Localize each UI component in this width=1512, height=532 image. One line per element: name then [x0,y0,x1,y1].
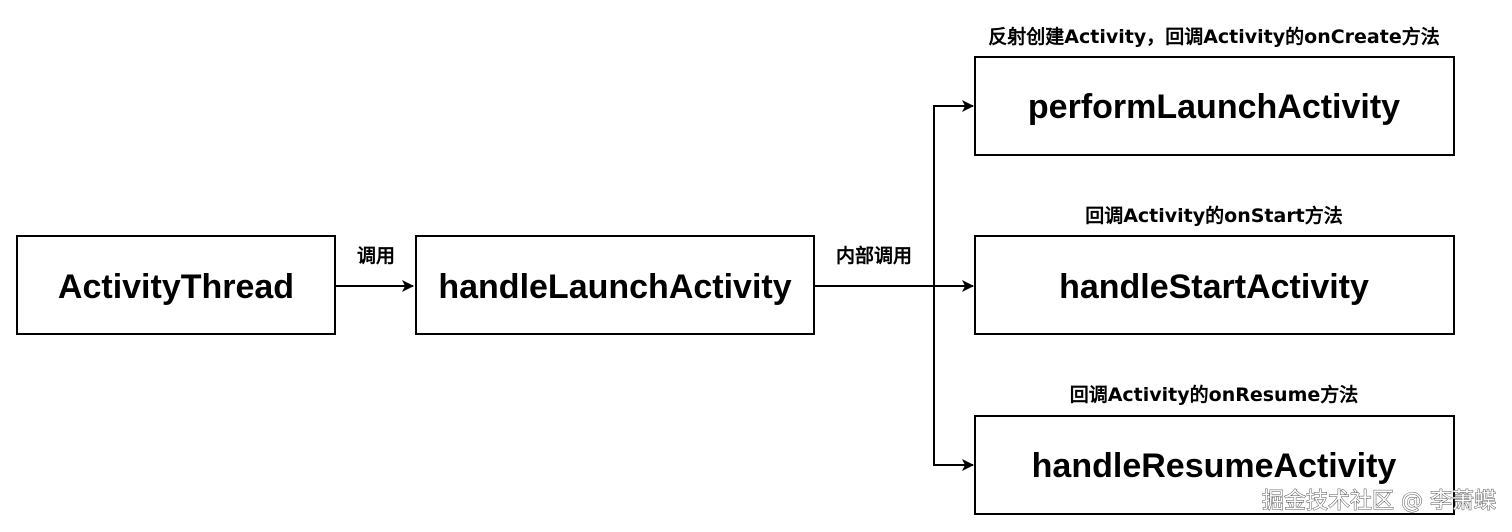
node-activity-thread[interactable]: ActivityThread [16,235,336,335]
node-perform-launch-activity-label: performLaunchActivity [1028,88,1400,126]
edge-label-call: 调用 [357,245,395,267]
annotation-handle-start: 回调Activity的onStart方法 [1085,204,1343,227]
node-handle-launch-activity[interactable]: handleLaunchActivity [415,235,815,335]
edge-to-handle-resume-arrow [933,286,974,471]
edge-label-internal-call: 内部调用 [836,244,912,267]
annotation-perform-launch: 反射创建Activity，回调Activity的onCreate方法 [988,25,1439,48]
watermark-text: 掘金技术社区 @ 李萧蝶 [1262,489,1496,514]
node-handle-resume-activity[interactable]: handleResumeActivity [974,415,1455,515]
annotation-handle-resume: 回调Activity的onResume方法 [1070,383,1359,406]
node-handle-resume-activity-label: handleResumeActivity [1032,447,1397,485]
node-perform-launch-activity[interactable]: performLaunchActivity [974,56,1455,156]
node-handle-launch-activity-label: handleLaunchActivity [438,268,791,306]
node-handle-start-activity-box [974,235,1455,335]
node-activity-thread-box [16,235,336,335]
node-perform-launch-activity-box [974,56,1455,156]
edge-to-perform-launch-arrow [933,100,974,286]
node-handle-resume-activity-box [974,415,1455,515]
node-activity-thread-label: ActivityThread [58,268,294,306]
node-handle-launch-activity-box [415,235,815,335]
node-handle-start-activity-label: handleStartActivity [1059,268,1369,306]
node-handle-start-activity[interactable]: handleStartActivity [974,235,1455,335]
